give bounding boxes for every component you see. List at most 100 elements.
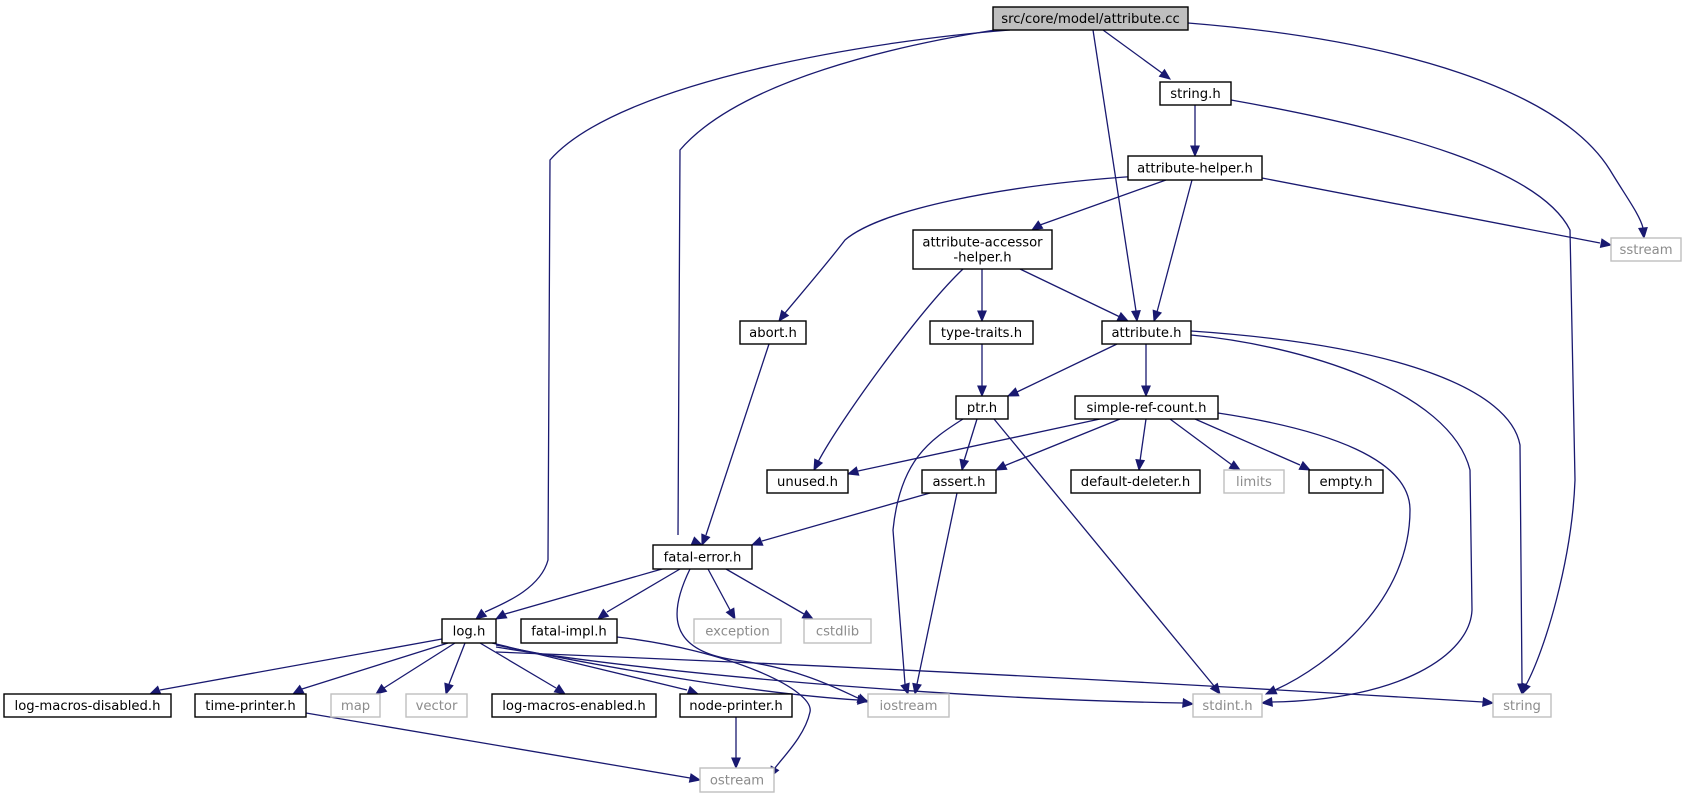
edge-simple-ref-count-h-to-assert-h: [994, 418, 1121, 471]
node-label: log.h: [453, 625, 486, 640]
node-label: unused.h: [777, 475, 838, 490]
edge-ptr-h-to-iostream: [892, 418, 964, 696]
edge-log-h-to-log-macros-disabled-h: [148, 638, 443, 695]
node-label: string: [1503, 699, 1541, 714]
edge-abort-h-to-fatal-error-h: [701, 343, 770, 547]
node-label: attribute-helper.h: [1137, 162, 1253, 177]
edge-simple-ref-count-h-to-limits: [1169, 418, 1242, 471]
node-attribute-h[interactable]: attribute.h: [1101, 320, 1192, 345]
node-assert-h[interactable]: assert.h: [921, 469, 997, 494]
edge-log-h-to-string: [495, 651, 1495, 707]
node-label: ostream: [710, 774, 764, 789]
node-ptr-h[interactable]: ptr.h: [955, 395, 1009, 420]
edge-attribute-helper-h-to-attribute-accessor-helper-h: [1030, 179, 1167, 231]
node-label: src/core/model/attribute.cc: [1001, 12, 1179, 27]
node-sstream: sstream: [1610, 237, 1682, 262]
edge-attribute-h-to-string: [1190, 330, 1527, 696]
edge-attribute-helper-h-to-attribute-h: [1152, 179, 1193, 323]
node-label: assert.h: [932, 475, 985, 490]
edge-attribute-cc-to-attribute-h: [1092, 29, 1141, 323]
edge-attribute-h-to-ptr-h: [1006, 343, 1118, 397]
node-label: node-printer.h: [689, 699, 783, 714]
edge-node-printer-h-to-ostream: [731, 717, 741, 770]
node-attribute-helper-h[interactable]: attribute-helper.h: [1127, 155, 1263, 181]
node-label: fatal-impl.h: [531, 625, 607, 640]
node-time-printer-h[interactable]: time-printer.h: [194, 693, 307, 718]
edge-attribute-helper-h-to-sstream: [1261, 177, 1613, 248]
edge-attribute-accessor-helper-h-to-unused-h: [813, 268, 964, 472]
node-unused-h[interactable]: unused.h: [766, 469, 849, 494]
node-label: stdint.h: [1202, 699, 1252, 714]
node-attribute-accessor-helper-h[interactable]: attribute-accessor-helper.h: [912, 229, 1053, 270]
edge-attribute-accessor-helper-h-to-type-traits-h: [977, 269, 987, 323]
node-label: attribute-accessor-helper.h: [922, 236, 1043, 266]
node-type-traits-h[interactable]: type-traits.h: [929, 320, 1034, 345]
edge-log-h-to-map: [374, 642, 456, 695]
node-stdint-h: stdint.h: [1192, 693, 1263, 718]
edge-assert-h-to-fatal-error-h: [750, 492, 931, 546]
node-label: simple-ref-count.h: [1087, 401, 1207, 416]
edge-simple-ref-count-h-to-empty-h: [1194, 418, 1312, 471]
node-label: map: [341, 699, 370, 714]
node-node-printer-h[interactable]: node-printer.h: [679, 693, 793, 718]
node-label: exception: [705, 625, 769, 640]
edge-simple-ref-count-h-to-default-deleter-h: [1135, 418, 1147, 472]
node-fatal-error-h[interactable]: fatal-error.h: [652, 544, 753, 570]
node-fatal-impl-h[interactable]: fatal-impl.h: [520, 618, 618, 644]
edge-log-h-to-stdint-h: [495, 646, 1195, 708]
edge-assert-h-to-iostream: [912, 492, 958, 696]
node-log-macros-disabled-h[interactable]: log-macros-disabled.h: [3, 693, 172, 718]
node-label: iostream: [880, 699, 938, 714]
node-label: string.h: [1170, 87, 1220, 102]
edge-log-h-to-vector: [444, 642, 466, 696]
node-default-deleter-h[interactable]: default-deleter.h: [1070, 469, 1201, 494]
node-label: type-traits.h: [941, 326, 1022, 341]
node-vector: vector: [405, 693, 468, 718]
edges-layer: [148, 22, 1648, 783]
node-label: abort.h: [749, 326, 797, 341]
edge-log-h-to-time-printer-h: [291, 642, 449, 695]
node-label: log-macros-enabled.h: [502, 699, 646, 714]
edge-attribute-cc-to-log-h: [474, 29, 1011, 620]
node-label: sstream: [1619, 243, 1672, 258]
node-label: ptr.h: [967, 401, 997, 416]
edge-ptr-h-to-stdint-h: [993, 418, 1221, 696]
edge-string-h-to-attribute-helper-h: [1190, 105, 1200, 158]
node-log-macros-enabled-h[interactable]: log-macros-enabled.h: [491, 693, 657, 718]
edge-time-printer-h-to-ostream: [305, 712, 702, 783]
edge-log-h-to-log-macros-enabled-h: [479, 642, 567, 695]
node-label: cstdlib: [816, 625, 859, 640]
node-iostream: iostream: [867, 693, 950, 718]
node-log-h[interactable]: log.h: [441, 618, 497, 644]
nodes-layer: src/core/model/attribute.cc string.h attri…: [3, 6, 1682, 793]
node-label: limits: [1236, 475, 1272, 490]
edge-attribute-h-to-stdint-h: [1190, 334, 1473, 707]
node-string-h[interactable]: string.h: [1159, 81, 1232, 106]
edge-simple-ref-count-h-to-stdint-h: [1217, 412, 1411, 695]
edge-type-traits-h-to-ptr-h: [977, 344, 987, 398]
node-attribute-cc[interactable]: src/core/model/attribute.cc: [992, 6, 1189, 31]
edge-attribute-h-to-simple-ref-count-h: [1141, 344, 1151, 398]
node-label: fatal-error.h: [664, 551, 742, 566]
edge-string-h-to-string: [1230, 99, 1576, 696]
edge-simple-ref-count-h-to-unused-h: [846, 418, 1101, 476]
node-abort-h[interactable]: abort.h: [739, 320, 807, 345]
edge-attribute-accessor-helper-h-to-attribute-h: [1019, 268, 1130, 322]
node-simple-ref-count-h[interactable]: simple-ref-count.h: [1074, 395, 1219, 420]
node-label: log-macros-disabled.h: [15, 699, 161, 714]
node-exception: exception: [693, 618, 782, 644]
node-label: attribute.h: [1111, 326, 1181, 341]
node-cstdlib: cstdlib: [803, 618, 872, 644]
edge-attribute-cc-to-sstream: [1187, 22, 1648, 240]
edge-fatal-error-h-to-fatal-impl-h: [596, 568, 681, 620]
node-empty-h[interactable]: empty.h: [1308, 469, 1384, 494]
edge-attribute-helper-h-to-abort-h: [778, 175, 1141, 323]
node-label: vector: [416, 699, 458, 714]
edge-fatal-error-h-to-cstdlib: [725, 568, 815, 620]
edge-fatal-error-h-to-log-h: [494, 568, 663, 620]
edge-attribute-cc-to-fatal-error-h: [677, 29, 996, 546]
edge-fatal-error-h-to-exception: [707, 568, 736, 621]
node-map: map: [330, 693, 381, 718]
node-string: string: [1492, 693, 1552, 718]
